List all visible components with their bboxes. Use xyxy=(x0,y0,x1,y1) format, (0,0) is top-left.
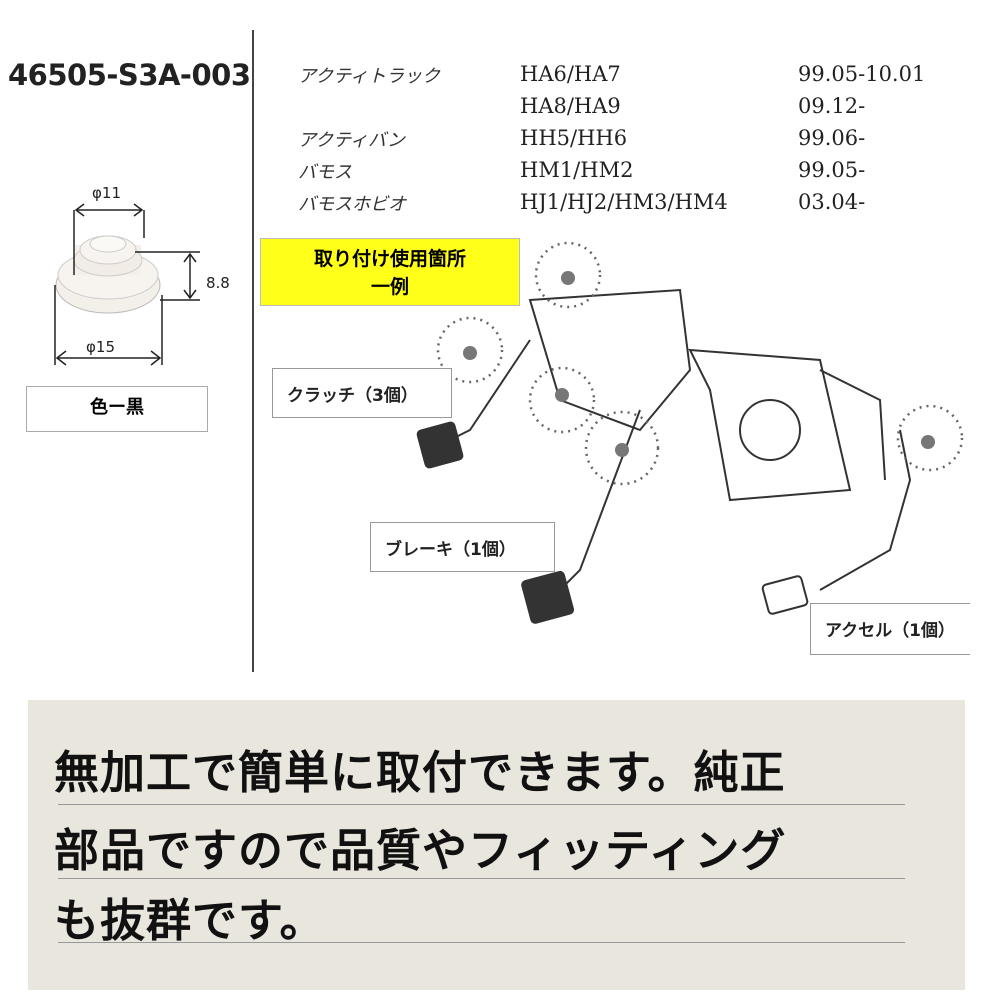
model-years: 03.04- xyxy=(798,190,866,214)
accel-label: アクセル（1個） xyxy=(810,603,970,655)
part-number: 46505-S3A-003 xyxy=(8,58,251,92)
model-years: 99.05- xyxy=(798,158,866,182)
description-panel: 無加工で簡単に取付できます。純正 部品ですので品質やフィッティング も抜群です。 xyxy=(28,700,965,990)
model-code: HJ1/HJ2/HM3/HM4 xyxy=(520,190,728,214)
install-title-line2: 一例 xyxy=(370,276,409,298)
description-line: 無加工で簡単に取付できます。純正 xyxy=(54,746,786,799)
divider xyxy=(252,30,254,672)
dim-top-diameter: φ11 xyxy=(92,184,121,202)
dim-height: 8.8 xyxy=(206,274,230,292)
model-name: アクティトラック xyxy=(298,66,441,87)
model-name: バモスホビオ xyxy=(298,194,406,215)
clutch-label: クラッチ（3個） xyxy=(272,368,452,418)
install-title-line1: 取り付け使用箇所 xyxy=(313,248,466,270)
model-name: アクティバン xyxy=(298,130,405,151)
model-code: HA8/HA9 xyxy=(520,94,621,118)
color-label: 色ー黒 xyxy=(26,386,208,432)
brake-label: ブレーキ（1個） xyxy=(370,522,555,572)
description-line: 部品ですので品質やフィッティング xyxy=(54,824,787,877)
model-years: 09.12- xyxy=(798,94,866,118)
model-years: 99.06- xyxy=(798,126,866,150)
model-years: 99.05-10.01 xyxy=(798,62,926,86)
part-diagram: φ11 8.8 φ15 xyxy=(54,184,230,366)
model-code: HH5/HH6 xyxy=(520,126,628,150)
dim-bottom-diameter: φ15 xyxy=(86,338,115,356)
applications-table: アクティトラック HA6/HA7 99.05-10.01 HA8/HA9 09.12-… xyxy=(298,62,958,222)
model-name: バモス xyxy=(298,162,352,183)
description-line: も抜群です。 xyxy=(54,894,326,947)
model-code: HA6/HA7 xyxy=(520,62,621,86)
pedal-assembly-illustration xyxy=(416,241,964,624)
install-location-title: 取り付け使用箇所 一例 xyxy=(260,238,520,306)
model-name xyxy=(298,94,520,126)
model-code: HM1/HM2 xyxy=(520,158,634,182)
